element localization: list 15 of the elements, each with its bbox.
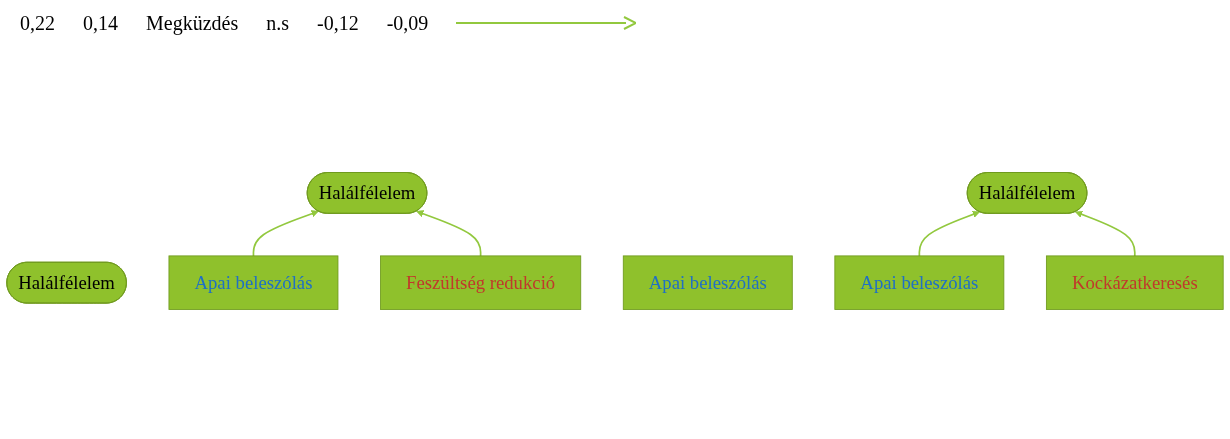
- coefficient-label: -0,12: [317, 11, 359, 35]
- coefficient-label: n.s: [266, 11, 289, 35]
- arrow: [918, 210, 980, 257]
- arrow: [1075, 210, 1136, 257]
- node-box: Apai beleszólás: [622, 255, 793, 310]
- node-box: Apai beleszólás: [168, 255, 339, 310]
- coefficient-label: 0,14: [83, 11, 118, 35]
- coefficient-label: 0,22: [20, 11, 55, 35]
- coefficient-label: -0,09: [386, 11, 429, 35]
- arrow: [416, 210, 482, 257]
- node-box: Apai beleszólás: [834, 255, 1005, 310]
- arrow: [252, 210, 319, 257]
- node-box: Kockázatkeresés: [1045, 255, 1224, 310]
- node-box: Feszültség redukció: [380, 255, 582, 310]
- coefficient-label: Megküzdés: [146, 11, 239, 35]
